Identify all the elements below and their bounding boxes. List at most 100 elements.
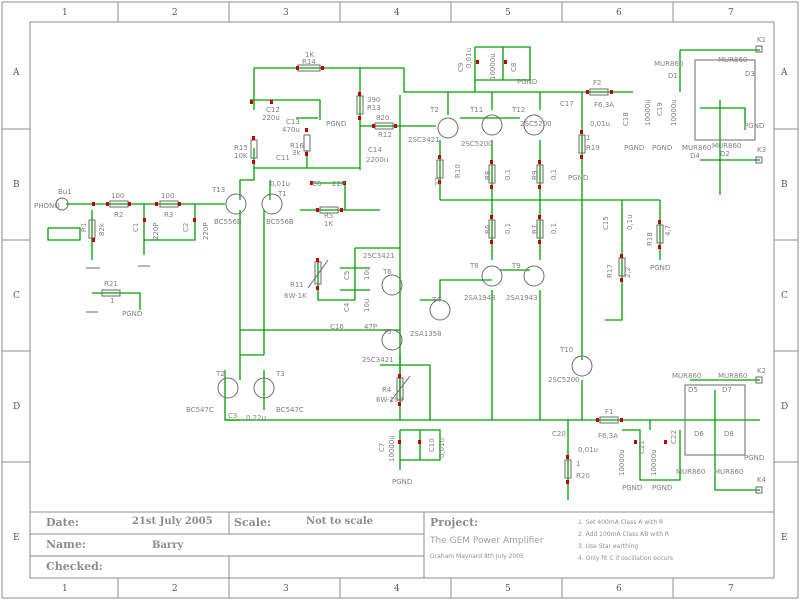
- label-c21: C21: [638, 440, 646, 454]
- label-r16-value: 3k: [292, 149, 301, 157]
- col-label: 3: [283, 8, 289, 18]
- label-c14: C14: [368, 146, 382, 154]
- label-r13-value: 390: [367, 96, 380, 104]
- label-r17: R17: [606, 264, 614, 278]
- label-r1-value: 82k: [98, 222, 106, 236]
- row-label: D: [781, 402, 788, 412]
- label-pgnd: PGND: [122, 310, 142, 318]
- col-label: 1: [62, 8, 68, 18]
- label-t10-type: 2SC5200: [548, 376, 580, 384]
- project-label: Project:: [430, 516, 478, 529]
- label-r5: R5: [324, 212, 333, 220]
- label-r15: R15: [234, 144, 248, 152]
- label-t6-type: 2SC3421: [363, 252, 395, 260]
- label-d6-type: MUR860: [676, 468, 705, 476]
- author-line: Graham Maynard 8th July 2005: [430, 553, 524, 560]
- note-4: 4. Only fit C if oscillation occurs: [578, 555, 673, 562]
- col-label: 7: [728, 8, 734, 18]
- label-t9-type: 2SA1943: [506, 294, 538, 302]
- label-r21-value: 1: [110, 297, 114, 305]
- label-k2: K2: [757, 367, 766, 375]
- resistor-r16: [303, 134, 311, 152]
- label-r20: R20: [576, 472, 590, 480]
- label-c19-value: 10000u: [670, 99, 678, 126]
- col-label: 3: [283, 584, 289, 594]
- label-f1: F1: [605, 408, 613, 416]
- component-labels: Bu1 PHONO 100 R2 100 R3 R1 82k C1 220P C…: [34, 36, 767, 492]
- grid-columns: 1 2 3 4 5 6 7 1 2 3 4 5 6 7: [62, 2, 734, 598]
- transistor-t11: [481, 114, 503, 136]
- label-pgnd-9: PGND: [392, 478, 412, 486]
- label-d7: D7: [722, 386, 732, 394]
- col-label: 6: [616, 584, 622, 594]
- col-label: 2: [172, 584, 178, 594]
- label-c12: C12: [266, 106, 280, 114]
- label-k3: K3: [757, 146, 766, 154]
- transistor-t2-top: [437, 117, 459, 139]
- label-pgnd-12: PGND: [744, 454, 764, 462]
- resistor-r10: [436, 159, 444, 179]
- phono-jack-symbol: [55, 197, 69, 211]
- label-r3: R3: [164, 211, 173, 219]
- label-t2-bottom: T2: [215, 370, 225, 378]
- transistor-t1: [261, 193, 283, 215]
- label-r21: R21: [104, 280, 118, 288]
- label-d4-type: MUR860: [682, 144, 711, 152]
- label-c2-value: 220P: [202, 222, 210, 240]
- label-c21-value: 10000u: [618, 449, 626, 476]
- label-c8: C8: [510, 63, 518, 72]
- label-t4-type: 2SA1358: [410, 330, 442, 338]
- label-c4: C4: [343, 302, 351, 312]
- label-r6: R6: [484, 224, 492, 234]
- label-r6-value: 0,1: [504, 223, 512, 234]
- label-c22-value: 10000u: [650, 449, 658, 476]
- row-label: E: [13, 533, 20, 543]
- transistor-t6: [381, 274, 403, 296]
- label-d7-type: MUR860: [718, 372, 747, 380]
- label-r13: R13: [367, 104, 381, 112]
- connector-k4: [755, 486, 763, 494]
- label-d2-type: MUR860: [712, 142, 741, 150]
- label-pgnd-11: PGND: [652, 484, 672, 492]
- label-f2: F2: [593, 79, 601, 87]
- label-c3: C3: [228, 412, 237, 420]
- note-2: 2. Add 100mA Class AB with R: [578, 531, 669, 538]
- label-pgnd-3: PGND: [517, 78, 537, 86]
- resistor-r6: [488, 219, 496, 239]
- label-c5-value: 10u: [363, 267, 371, 280]
- resistor-r9: [536, 164, 544, 184]
- transistor-t5: [381, 329, 403, 351]
- label-r14-value: 1K: [305, 51, 314, 59]
- label-r18-value: 4,7: [664, 225, 672, 236]
- label-k1: K1: [757, 36, 766, 44]
- label-c15: C15: [602, 216, 610, 230]
- label-r2: R2: [114, 211, 123, 219]
- label-t11: T11: [469, 106, 483, 114]
- label-r11: R11: [290, 281, 304, 289]
- label-t6: T6: [382, 268, 392, 276]
- label-c3-value: 0,22u: [246, 414, 266, 422]
- label-r9: R9: [531, 171, 539, 180]
- label-pgnd-6: PGND: [652, 144, 672, 152]
- col-label: 2: [172, 8, 178, 18]
- label-c16-value: 47P: [364, 323, 377, 331]
- label-r16: R16: [290, 142, 304, 150]
- label-c19: C19: [656, 102, 664, 116]
- label-c12-value: 220u: [262, 114, 280, 122]
- label-d1: D1: [668, 72, 678, 80]
- resistor-r7: [536, 219, 544, 239]
- col-label: 1: [62, 584, 68, 594]
- label-d2: D2: [720, 150, 730, 158]
- label-r18: R18: [646, 232, 654, 246]
- label-c20-value: 0,01u: [578, 446, 598, 454]
- label-pgnd-4: PGND: [568, 174, 588, 182]
- label-d4: D4: [690, 152, 700, 160]
- label-d3-type: MUR860: [718, 56, 747, 64]
- label-t13: T13: [211, 186, 225, 194]
- label-d6: D6: [694, 430, 704, 438]
- label-c18-value: 10000u: [644, 99, 652, 126]
- resistor-r5: [319, 206, 339, 214]
- label-t12-type: 2SC5200: [520, 120, 552, 128]
- label-r14: R14: [302, 58, 316, 66]
- label-c1: C1: [132, 223, 140, 232]
